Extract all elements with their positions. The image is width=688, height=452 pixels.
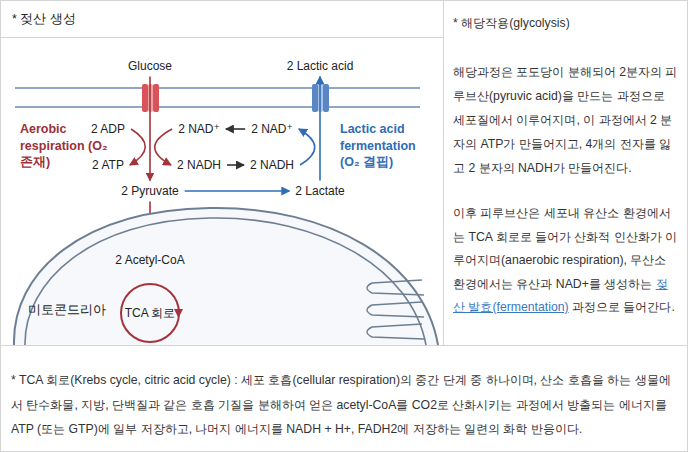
molecule-label: 2 Lactic acid [284, 58, 357, 75]
flow-arrow [227, 164, 244, 166]
flow-arrow [299, 129, 315, 165]
molecule-name: 2 NAD⁺ [178, 122, 220, 136]
paragraph-text: 이후 피루브산은 세포내 유산소 환경에서는 TCA 회로로 들어가 산화적 인… [453, 206, 677, 291]
molecule-name: 2 NAD⁺ [251, 122, 293, 136]
page-heading: * 젖산 생성 [12, 11, 76, 28]
pathway-label: Lactic acid fermentation (O₂ 결핍) [340, 121, 435, 171]
footnote-panel: * TCA 회로(Krebs cycle, citric acid cycle)… [0, 346, 688, 452]
molecule-label: 2 ADP [88, 121, 128, 138]
flow-arrow [155, 129, 172, 165]
molecule-name: 2 NADH [177, 158, 221, 172]
cycle-arrowhead [174, 309, 183, 318]
inner-membrane [25, 218, 426, 345]
flow-arrow [130, 129, 145, 165]
molecule-label: 2 Pyruvate [118, 183, 181, 200]
cell-membrane [15, 106, 420, 108]
flow-arrow [149, 77, 151, 181]
transporter-part [142, 84, 148, 112]
molecule-name: 2 ADP [91, 122, 125, 136]
panel-paragraph: 해당과정은 포도당이 분해되어 2분자의 피루브산(pyruvic acid)을… [453, 60, 678, 180]
crista-fold [367, 324, 424, 339]
panel-paragraph: 이후 피루브산은 세포내 유산소 환경에서는 TCA 회로로 들어가 산화적 인… [453, 202, 678, 320]
cycle-name: TCA 회로 [125, 305, 176, 322]
molecule-name: 2 Acetyl-CoA [115, 253, 184, 267]
crista-fold [367, 302, 424, 317]
molecule-label: 2 NAD⁺ [175, 121, 223, 138]
paragraph-text: 과정으로 들어간다. [572, 300, 675, 314]
header-rule [0, 37, 443, 38]
flow-arrow [185, 190, 290, 192]
transporter-part [323, 84, 329, 112]
organelle-name: 미토콘드리아 [28, 302, 106, 319]
mitochondrion-outline [0, 200, 443, 345]
molecule-label: 2 Acetyl-CoA [112, 252, 187, 269]
panel-divider [443, 0, 444, 345]
molecule-label: 2 ATP [89, 157, 127, 174]
cycle-ring [121, 284, 179, 342]
molecule-name: Glucose [128, 59, 172, 73]
tca-cycle: TCA 회로 [120, 283, 180, 343]
cell-membrane [15, 87, 420, 89]
info-panel: * 해당작용(glycolysis) 해당과정은 포도당이 분해되어 2분자의 피… [444, 0, 688, 345]
crista-fold [367, 280, 424, 295]
flow-arrow [319, 77, 321, 181]
molecule-name: 2 ATP [92, 158, 124, 172]
molecule-label: Glucose [125, 58, 175, 75]
molecule-label: 2 NADH [247, 157, 297, 174]
panel-heading: * 해당작용(glycolysis) [453, 13, 678, 33]
outer-membrane [14, 208, 438, 345]
molecule-label: 2 NAD⁺ [248, 121, 296, 138]
molecule-label: 2 Lactate [292, 183, 347, 200]
flow-arrow [226, 128, 245, 130]
molecule-name: 2 NADH [250, 158, 294, 172]
molecule-name: 2 Pyruvate [121, 184, 178, 198]
footnote-text: * TCA 회로(Krebs cycle, citric acid cycle)… [11, 368, 678, 442]
mitochondrion: 미토콘드리아 2 Acetyl-CoA TCA 회로 [0, 200, 443, 345]
molecule-name: 2 Lactic acid [287, 59, 354, 73]
transporter-part [312, 84, 318, 112]
molecule-name: 2 Lactate [295, 184, 344, 198]
transporter-part [153, 84, 159, 112]
panel-divider [0, 345, 688, 346]
molecule-label: 2 NADH [174, 157, 224, 174]
